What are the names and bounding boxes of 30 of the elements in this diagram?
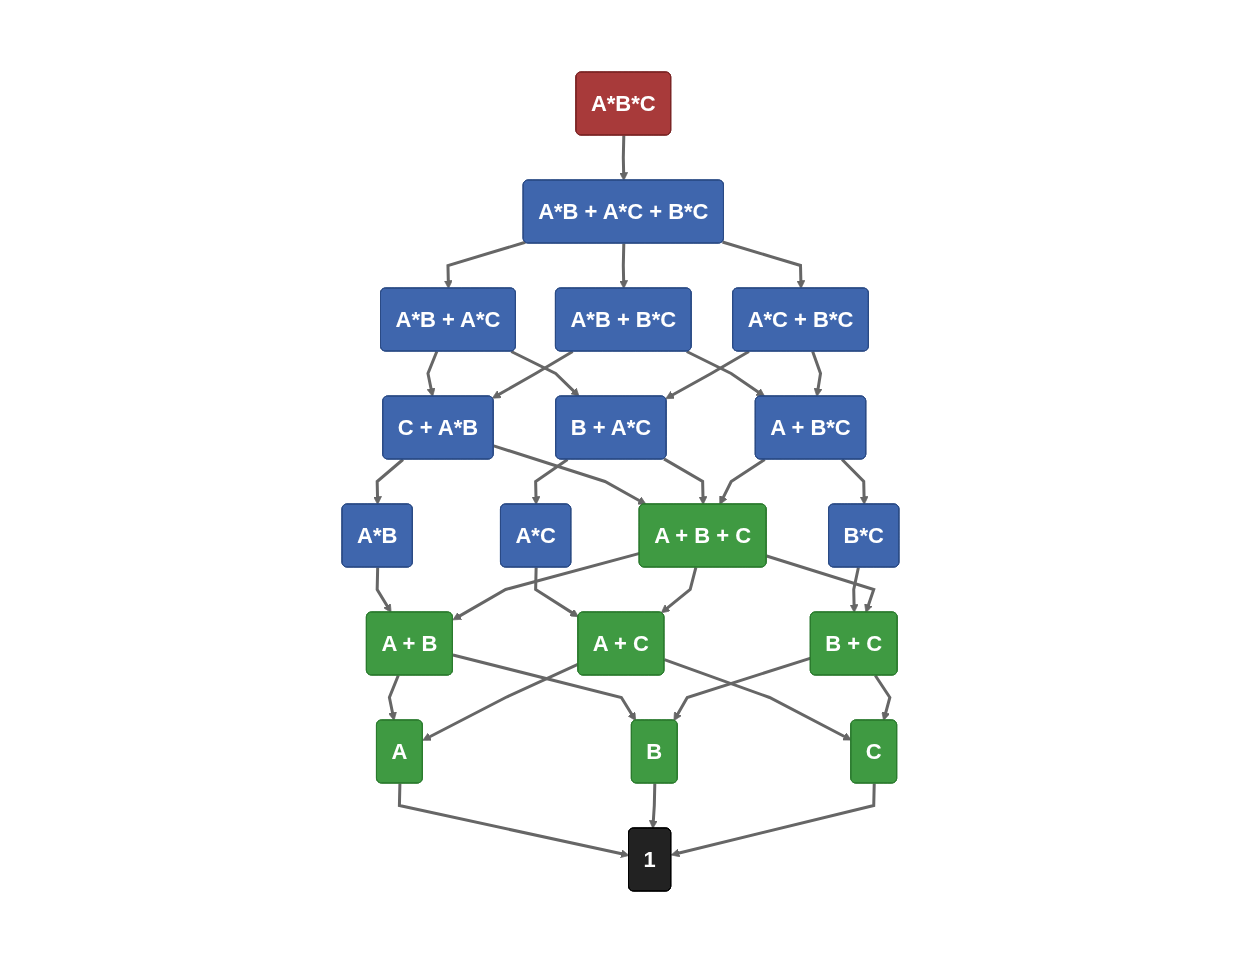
arrow (686, 350, 766, 397)
arrow (619, 243, 629, 289)
arrow (663, 457, 708, 505)
arrow (673, 656, 812, 722)
arrow (719, 458, 766, 505)
arrow (811, 351, 823, 397)
arrow (373, 458, 405, 505)
arrow (722, 240, 806, 289)
arrow (670, 783, 876, 858)
arrow (375, 567, 392, 613)
arrow (387, 674, 400, 721)
arrow (531, 458, 569, 505)
arrow (452, 653, 637, 722)
arrow (619, 135, 629, 181)
arrow (426, 350, 439, 397)
arrow (849, 567, 860, 613)
arrow (397, 783, 630, 859)
arrow (663, 658, 852, 741)
arrow (665, 350, 750, 400)
arrow (874, 674, 892, 721)
arrow (493, 444, 647, 505)
arrow (534, 567, 579, 618)
arrow (452, 551, 641, 621)
arrow (510, 350, 580, 397)
arrow (443, 240, 526, 289)
arrow (841, 458, 869, 505)
arrow (766, 554, 876, 613)
arrow (492, 350, 574, 399)
arrow (660, 567, 698, 614)
arrow (649, 783, 658, 829)
